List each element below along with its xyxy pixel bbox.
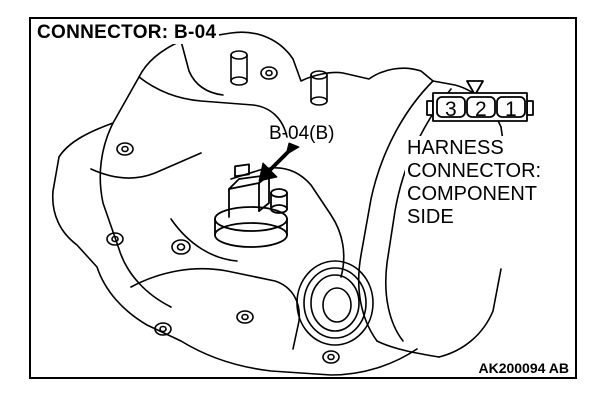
pin-3-label: 3 (445, 98, 457, 121)
connector-b04-drawing (214, 163, 288, 248)
harness-line-3: COMPONENT (407, 183, 537, 205)
arrow-icon (258, 142, 300, 182)
label-leader (284, 146, 294, 158)
output-seal (296, 260, 374, 346)
pin-1-label: 1 (505, 98, 517, 121)
housing-left-edge (51, 156, 418, 376)
part-label: B-04(B) (269, 123, 335, 144)
diagram-frame: 3 2 1 CONNECTOR: B-04 B-04(B) HARNESS CO… (29, 17, 577, 379)
harness-line-2: CONNECTOR: (407, 160, 542, 182)
pin-connector-symbol: 3 2 1 (426, 80, 534, 122)
transmission-drawing: 3 2 1 (51, 31, 534, 376)
bolt-bosses (106, 66, 340, 364)
housing-lower (130, 267, 301, 350)
breather-tube (230, 50, 328, 106)
harness-line-4: SIDE (407, 206, 454, 228)
harness-line-1: HARNESS (407, 137, 504, 159)
pin-2-label: 2 (475, 98, 487, 121)
housing-web-2 (170, 218, 238, 262)
housing-rib-2 (90, 152, 202, 179)
housing-flange (99, 122, 172, 308)
connector-title: CONNECTOR: B-04 (37, 22, 220, 44)
housing-rib-3 (180, 40, 224, 96)
triangle-marker-icon (466, 80, 484, 96)
reference-code: AK200094 AB (476, 360, 571, 376)
housing-outline (58, 31, 434, 158)
housing-web (230, 167, 345, 278)
harness-connector-label: HARNESS CONNECTOR: COMPONENT SIDE (405, 136, 544, 229)
housing-rib-1 (138, 76, 288, 138)
